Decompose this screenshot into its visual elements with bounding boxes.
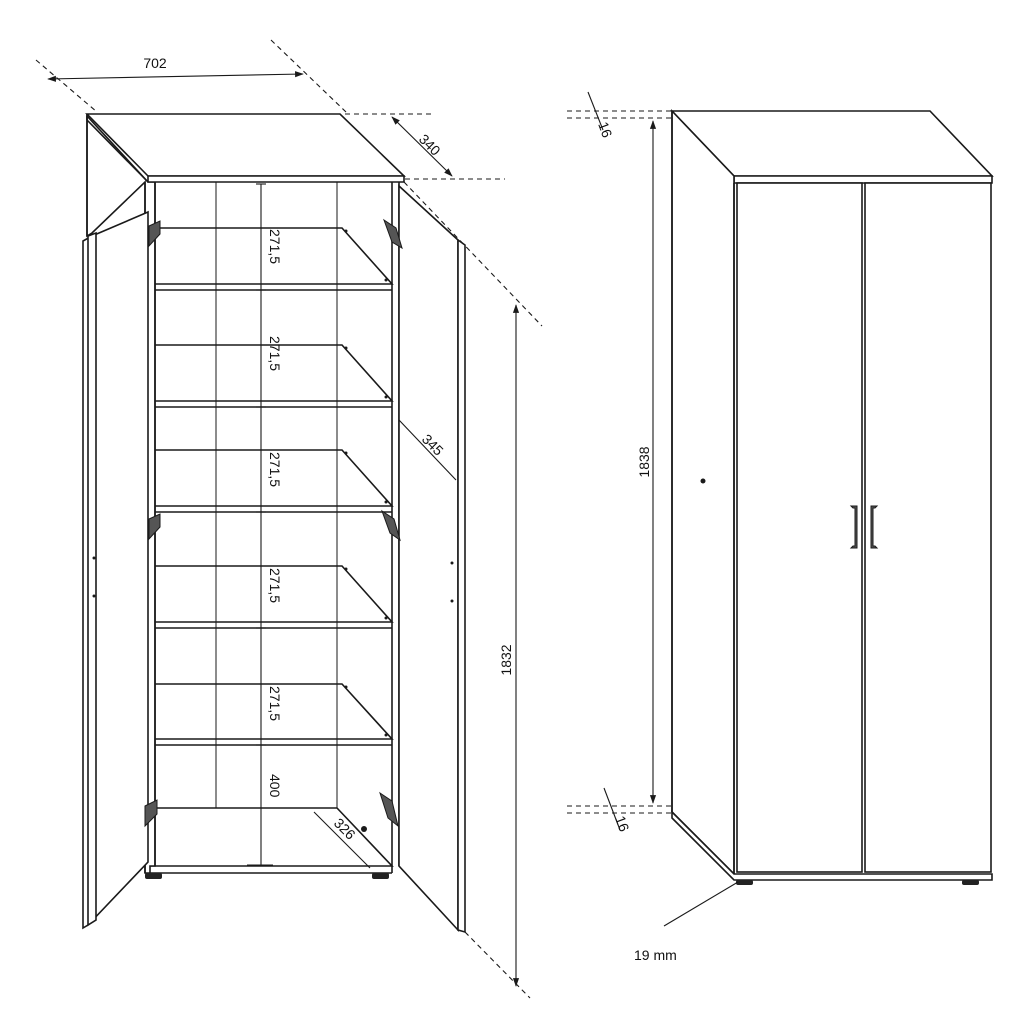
shelf (155, 683, 394, 746)
shelf-pins (344, 229, 388, 832)
closed-height-label: 1838 (636, 446, 652, 477)
closed-left-door (736, 182, 863, 873)
door-thickness-label: 19 mm (634, 947, 677, 963)
bottom-depth-label: 326 (331, 815, 359, 843)
height-label: 1832 (498, 644, 514, 675)
closed-side-panel (671, 109, 735, 876)
open-cabinet-view: 271,5 271,5 271,5 271,5 271,5 400 702 34… (35, 39, 543, 999)
hinge-icon (383, 218, 403, 250)
hinge-icon (379, 791, 399, 828)
width-label: 702 (143, 55, 167, 71)
foot (736, 880, 753, 885)
hinge-icon (148, 513, 161, 541)
shelf-spacing-label-4: 271,5 (267, 568, 283, 603)
back-panel (215, 182, 338, 808)
hinge-icon (144, 799, 158, 828)
bottom-thickness-dimension (603, 787, 621, 831)
bottom-thickness-label: 16 (612, 814, 632, 834)
foot (962, 880, 979, 885)
shelf-spacing-label-3: 271,5 (267, 452, 283, 487)
shelf (155, 449, 394, 513)
bottom-depth-dimension (313, 811, 371, 869)
shelf-spacing-label-2: 271,5 (267, 336, 283, 371)
hinges (144, 218, 403, 828)
door-swing-line (403, 181, 543, 327)
depth-dimension (345, 113, 505, 180)
shelf-spacing-label-5: 271,5 (267, 686, 283, 721)
bottom-panel (145, 807, 394, 874)
shelf (155, 227, 394, 291)
shelf-spacing-dimension (247, 183, 273, 866)
foot (145, 873, 162, 879)
shelf (155, 565, 394, 629)
right-door-handle-icon (870, 505, 879, 549)
width-dimension (35, 39, 347, 113)
height-dimension (464, 304, 531, 999)
foot (372, 873, 389, 879)
closed-right-door (864, 182, 992, 873)
bottom-clearance-label: 400 (267, 774, 283, 798)
shelves (145, 227, 394, 874)
shelf-spacing-label-1: 271,5 (267, 229, 283, 264)
hinge-icon (381, 509, 401, 542)
closed-cabinet-view: 1838 16 16 19 mm (567, 91, 994, 963)
shelf (155, 344, 394, 408)
top-thickness-label: 16 (595, 120, 615, 140)
depth-label: 340 (416, 131, 444, 159)
door-thickness-leader (663, 881, 739, 927)
top-thickness-dimension (587, 91, 604, 131)
closed-height-dimension (567, 110, 672, 814)
right-door (398, 184, 459, 933)
hinge-icon (148, 220, 161, 248)
left-door-handle-icon (849, 505, 858, 549)
